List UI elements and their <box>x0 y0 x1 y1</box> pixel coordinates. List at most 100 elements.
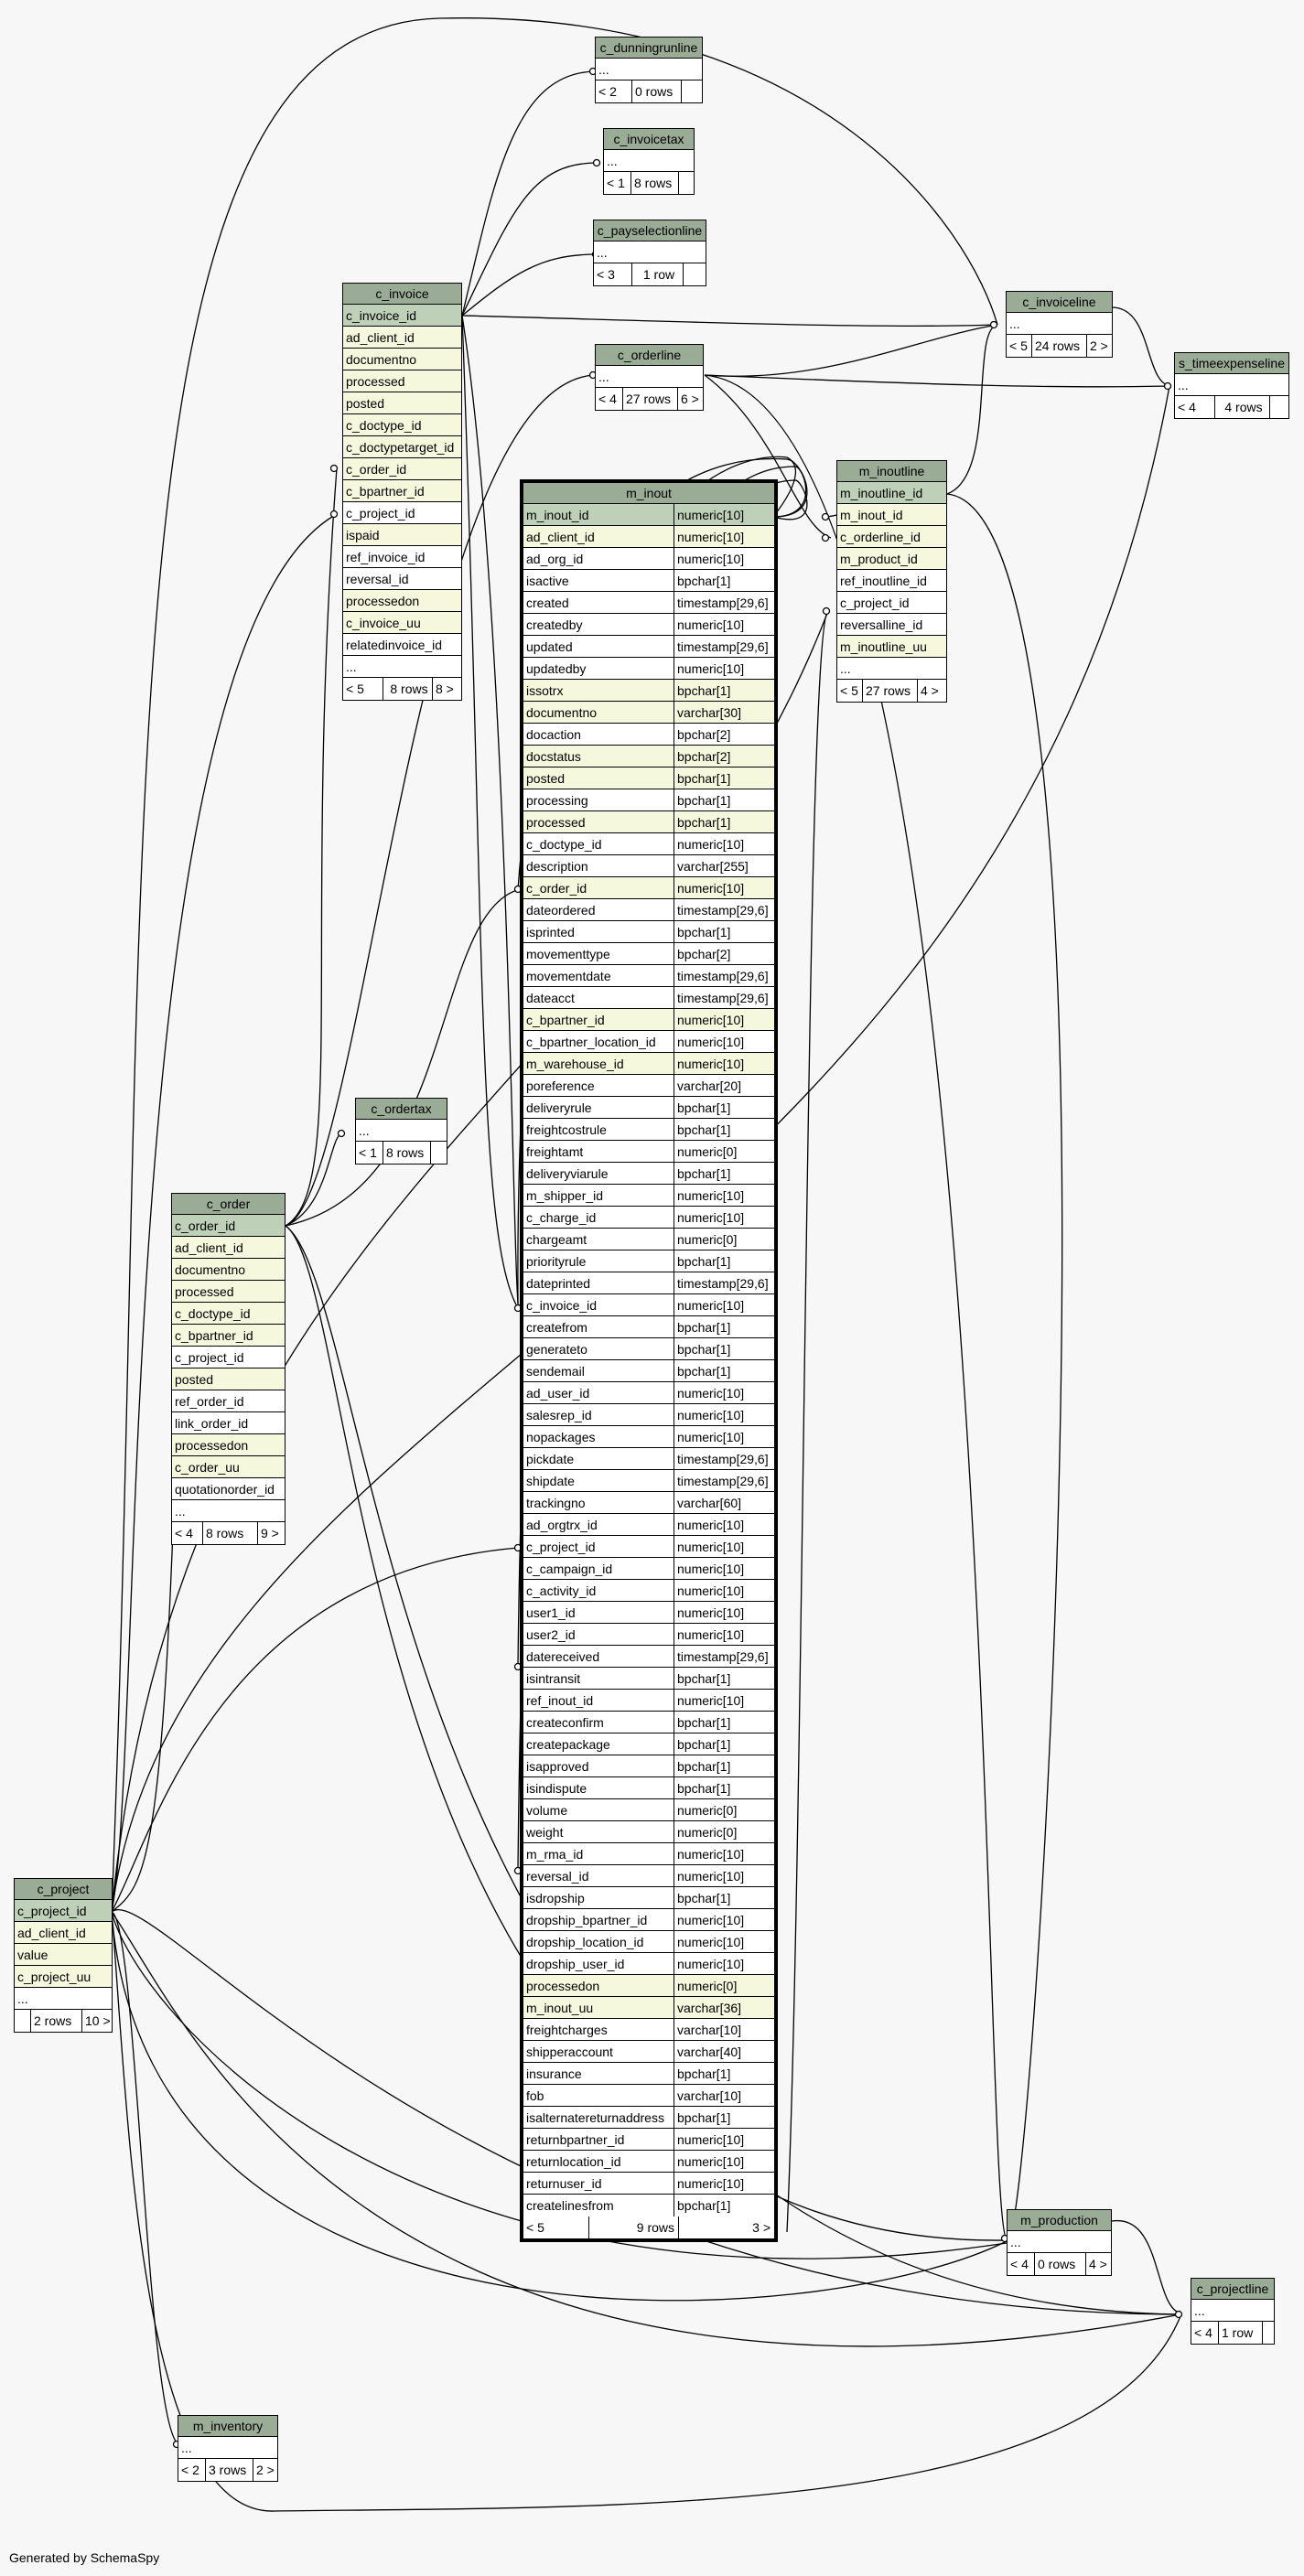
column-name: insurance <box>526 2066 582 2081</box>
table-row: ... <box>594 242 706 263</box>
column-type: numeric[10] <box>674 548 774 569</box>
column-type: numeric[10] <box>674 1514 774 1535</box>
column-name: isintransit <box>526 1671 581 1686</box>
column-name: isindispute <box>526 1781 587 1796</box>
table-row: ... <box>596 366 703 388</box>
column-type: varchar[30] <box>674 702 774 723</box>
table-row: reversalline_id <box>837 614 946 636</box>
column-name: shipperaccount <box>526 2045 613 2059</box>
table-row: m_inoutline_id <box>837 482 946 504</box>
column-name: movementtype <box>526 947 610 961</box>
table-row: ... <box>343 656 461 678</box>
column-name: trackingno <box>526 1496 586 1510</box>
table-row: processed <box>343 370 461 392</box>
column-name: reversal_id <box>526 1869 589 1884</box>
column-name: priorityrule <box>526 1254 587 1269</box>
table-c-project[interactable]: c_project c_project_id ad_client_id valu… <box>14 1878 113 2033</box>
column-name: c_bpartner_id <box>526 1013 605 1027</box>
table-row: ref_order_id <box>172 1390 285 1412</box>
table-c-order[interactable]: c_order c_order_id ad_client_id document… <box>171 1193 286 1545</box>
column-type: timestamp[29,6] <box>674 965 774 986</box>
column-type: numeric[10] <box>674 1426 774 1447</box>
column-name: createfrom <box>526 1320 587 1335</box>
column-name: ad_orgtrx_id <box>526 1518 598 1532</box>
column-type: bpchar[1] <box>674 789 774 810</box>
column-name: m_shipper_id <box>526 1188 604 1203</box>
table-row: c_project_id <box>15 1900 112 1922</box>
column-type: bpchar[1] <box>674 1755 774 1776</box>
table-title: m_inoutline <box>837 461 946 482</box>
column-type: numeric[10] <box>674 1931 774 1952</box>
column-type: bpchar[1] <box>674 1250 774 1272</box>
table-m-inoutline[interactable]: m_inoutline m_inoutline_id m_inout_id c_… <box>836 460 947 703</box>
column-type: numeric[10] <box>674 1031 774 1052</box>
table-row: ad_client_id <box>15 1922 112 1944</box>
column-type: bpchar[1] <box>674 570 774 591</box>
column-type: numeric[10] <box>674 1536 774 1557</box>
column-type: numeric[10] <box>674 1185 774 1206</box>
column-name: created <box>526 596 569 610</box>
table-row: ... <box>178 2437 277 2459</box>
column-type: bpchar[1] <box>674 921 774 942</box>
table-row: link_order_id <box>172 1412 285 1434</box>
column-name: dateordered <box>526 903 596 918</box>
column-type: bpchar[2] <box>674 746 774 767</box>
table-row: c_doctype_id <box>343 414 461 436</box>
table-row: c_orderline_id <box>837 526 946 548</box>
column-name: user2_id <box>526 1627 576 1642</box>
column-type: numeric[0] <box>674 1229 774 1250</box>
column-name: m_inout_id <box>526 508 589 522</box>
table-row: m_product_id <box>837 548 946 570</box>
column-type: varchar[40] <box>674 2041 774 2062</box>
table-row: shipperaccount varchar[40] <box>523 2041 774 2063</box>
column-type: varchar[60] <box>674 1492 774 1513</box>
table-row: c_doctypetarget_id <box>343 436 461 458</box>
column-type: numeric[10] <box>674 526 774 547</box>
column-type: numeric[10] <box>674 877 774 898</box>
table-title: c_invoice <box>343 284 461 305</box>
column-name: description <box>526 859 588 874</box>
table-row: ref_inoutline_id <box>837 570 946 592</box>
column-name: sendemail <box>526 1364 585 1379</box>
table-row: ... <box>172 1500 285 1522</box>
column-type: bpchar[2] <box>674 724 774 745</box>
column-name: c_activity_id <box>526 1583 597 1598</box>
column-type: numeric[10] <box>674 833 774 854</box>
table-c-invoice[interactable]: c_invoice c_invoice_id ad_client_id docu… <box>342 283 462 701</box>
table-row: ... <box>1008 2231 1111 2253</box>
table-row: priorityrule bpchar[1] <box>523 1250 774 1272</box>
